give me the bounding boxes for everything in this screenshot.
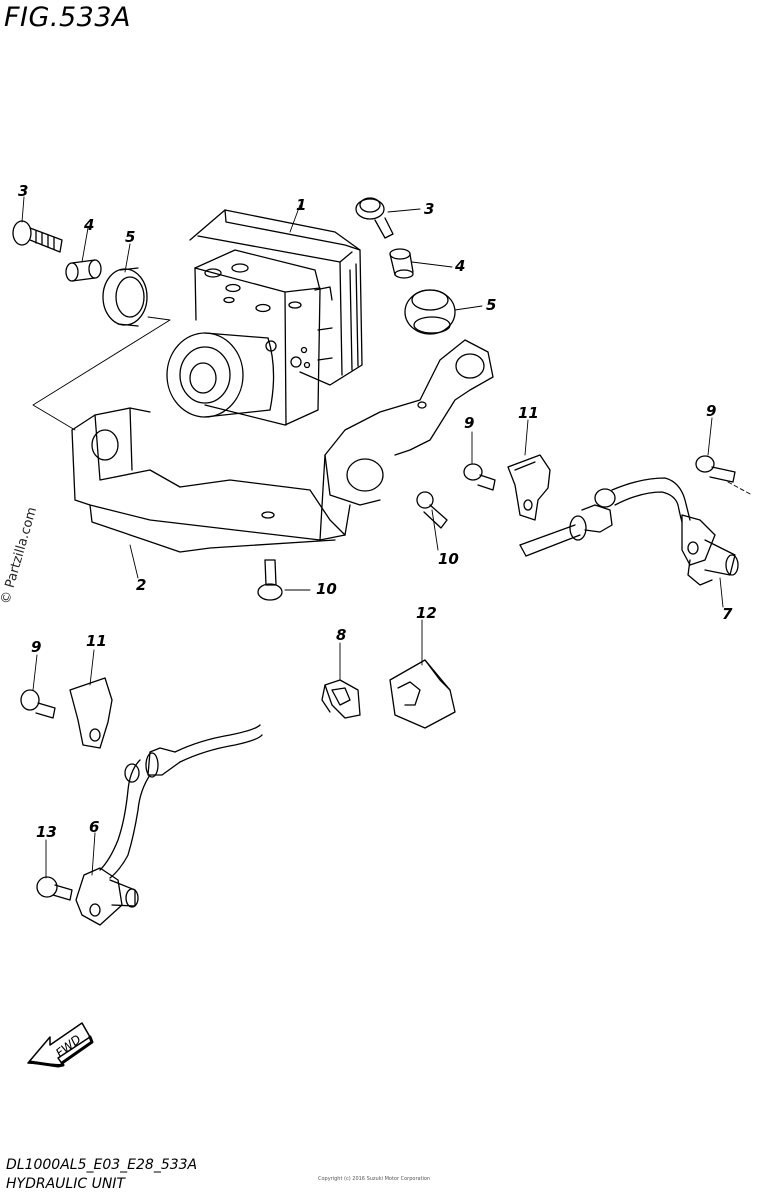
- callout-3-right: 3: [424, 200, 435, 218]
- callout-2: 2: [136, 576, 147, 594]
- clamp-11-upper: [508, 455, 550, 520]
- callout-13: 13: [36, 823, 57, 841]
- figure-title: FIG.533A: [4, 2, 132, 33]
- speed-sensor-6: [76, 725, 262, 925]
- callout-1: 1: [296, 196, 307, 214]
- collar-4-right: [390, 249, 413, 278]
- callout-9-left: 9: [31, 638, 42, 656]
- leader-lines: [22, 197, 723, 878]
- bolt-9-right: [696, 456, 735, 482]
- bolt-10-lower: [258, 560, 282, 600]
- figure-name: HYDRAULIC UNIT: [6, 1176, 125, 1192]
- fwd-arrow-icon: [28, 1023, 92, 1066]
- callout-11-upper: 11: [518, 404, 539, 422]
- callout-7: 7: [722, 605, 733, 623]
- bolt-9-center: [464, 464, 495, 490]
- clamp-11-lower: [70, 678, 112, 748]
- callout-9-center: 9: [464, 414, 475, 432]
- callout-4-right: 4: [455, 257, 466, 275]
- bolt-3-right: [356, 198, 393, 238]
- fine-print: Copyright (c) 2016 Suzuki Motor Corporat…: [318, 1176, 431, 1182]
- leader-line: [33, 317, 170, 430]
- callout-10-lower: 10: [316, 580, 337, 598]
- bracket-part: [72, 340, 493, 552]
- grommet-5-left: [103, 268, 147, 326]
- grommet-5-right: [405, 290, 455, 334]
- callout-3-left: 3: [18, 182, 29, 200]
- collar-4-left: [66, 260, 101, 281]
- callout-5-right: 5: [486, 296, 497, 314]
- figure-code: DL1000AL5_E03_E28_533A: [6, 1157, 198, 1173]
- callout-10-center: 10: [438, 550, 459, 568]
- bolt-10-center: [417, 492, 447, 528]
- callout-12: 12: [416, 604, 437, 622]
- callout-8: 8: [336, 626, 347, 644]
- callout-6: 6: [89, 818, 100, 836]
- bolt-13: [37, 877, 72, 900]
- clamp-12: [390, 660, 455, 728]
- callout-5-left: 5: [125, 228, 136, 246]
- hydraulic-unit-part: [167, 210, 362, 425]
- bolt-9-left: [21, 690, 55, 718]
- callout-11-lower: 11: [86, 632, 107, 650]
- callout-4-left: 4: [84, 216, 95, 234]
- bolt-3-left: [13, 221, 62, 252]
- clamp-8: [322, 680, 360, 718]
- callout-9-right: 9: [706, 402, 717, 420]
- speed-sensor-7: [520, 478, 752, 585]
